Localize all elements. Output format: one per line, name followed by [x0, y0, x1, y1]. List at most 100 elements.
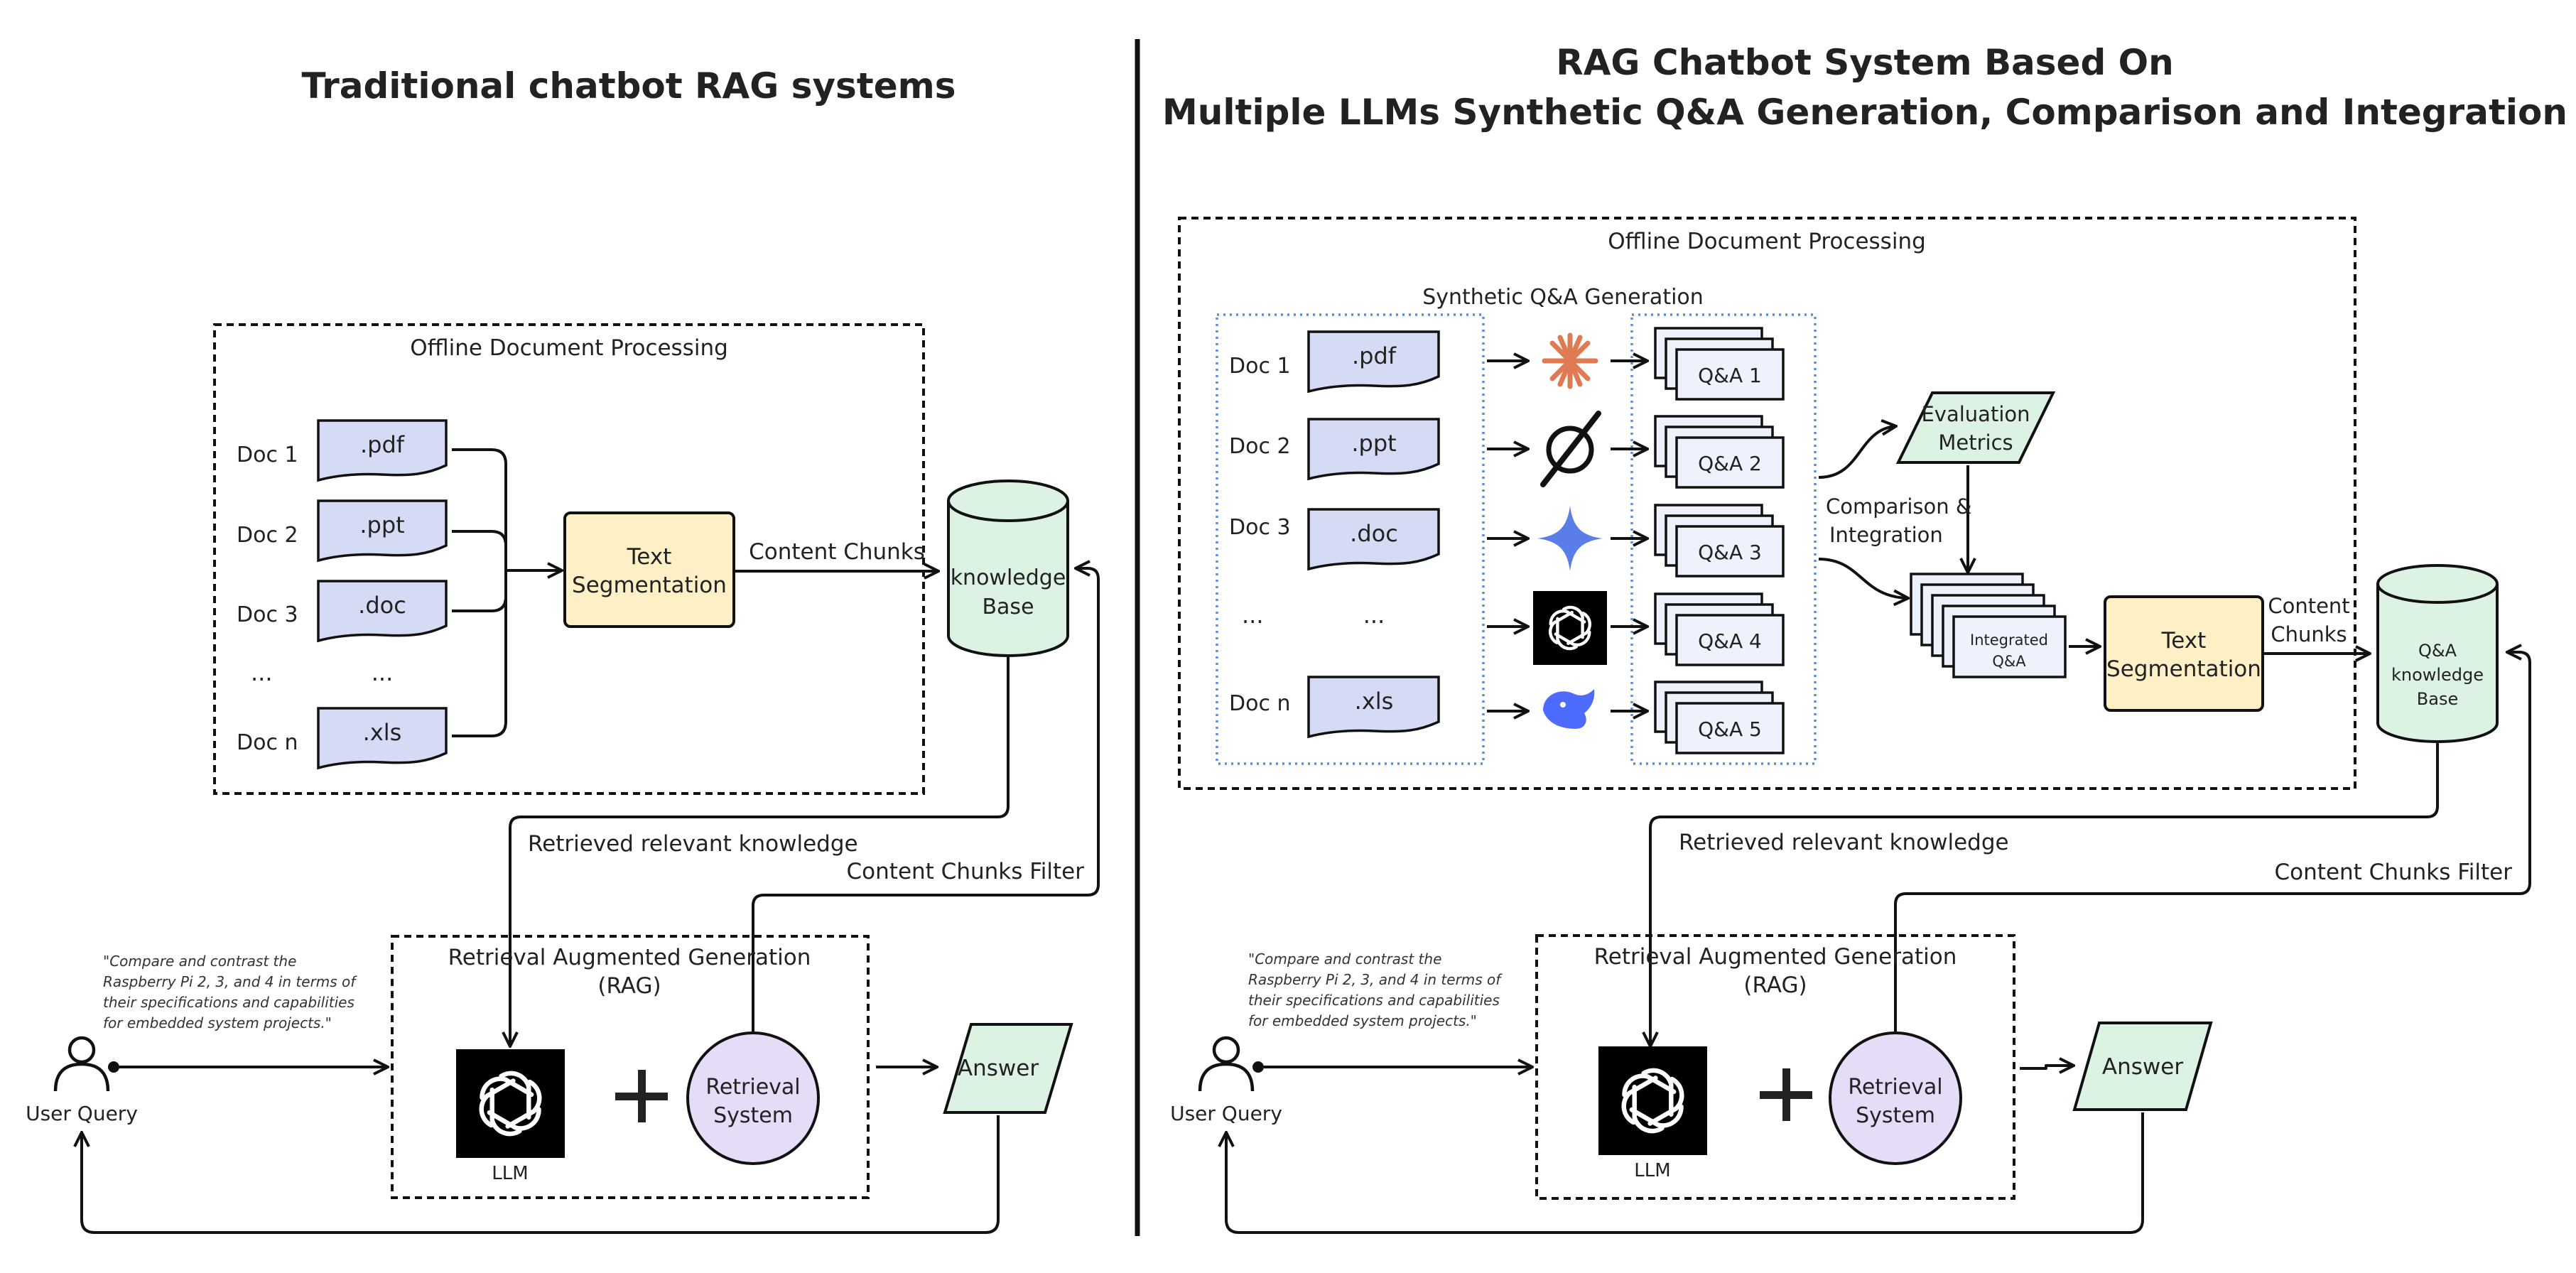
openai-icon: [1533, 591, 1607, 665]
kb-line: Base: [982, 595, 1034, 619]
user-query-label: User Query: [26, 1102, 138, 1125]
text-seg-line: Text: [627, 544, 672, 570]
rag-title: Retrieval Augmented Generation: [1594, 944, 1957, 970]
rag-subtitle: (RAG): [597, 973, 661, 999]
doc-name: Doc 2: [237, 523, 298, 548]
qa-stack: Q&A 2: [1654, 415, 1785, 489]
llm-openai-icon: [1598, 1046, 1707, 1155]
doc-doc-icon: [317, 580, 448, 643]
gemini-icon: [1537, 506, 1603, 571]
qa-stack: Q&A 4: [1654, 592, 1785, 666]
doc-row: Doc 3 .doc: [1229, 508, 1440, 571]
doc-name: Doc 1: [237, 443, 298, 467]
doc-row: Doc 2 .ppt: [1229, 418, 1440, 481]
doc-row: Doc n .xls: [1229, 676, 1440, 739]
doc-ellipsis: ...: [1363, 602, 1385, 629]
doc-ellipsis: ...: [372, 659, 394, 686]
qa-stack: Q&A 1: [1654, 327, 1785, 401]
doc-type: .pdf: [360, 431, 405, 458]
text-segmentation-box: [563, 511, 735, 628]
doc-type: .doc: [1350, 520, 1398, 547]
kb-line: knowledge: [951, 565, 1066, 590]
retrieval-line: Retrieval: [705, 1075, 800, 1100]
offline-box: [1178, 217, 2356, 790]
doc-row: Doc 3 .doc: [237, 580, 448, 643]
llm-label: LLM: [1634, 1160, 1670, 1181]
user-icon: [1198, 1036, 1264, 1092]
rag-to-answer-arrow: [2020, 1066, 2073, 1068]
text-seg-line: Segmentation: [2106, 656, 2261, 682]
answer-shape: [2072, 1022, 2213, 1111]
query-line: for embedded system projects.": [103, 1014, 332, 1031]
integrated-line: Q&A: [1992, 653, 2026, 670]
rag-box: [1535, 934, 2015, 1200]
doc-row: Doc 1 .pdf: [237, 419, 448, 482]
doc-pdf-icon: [1307, 330, 1440, 394]
right-title-line1: RAG Chatbot System Based On: [1556, 42, 2174, 83]
doc-name: Doc 3: [1229, 515, 1291, 540]
synthetic-label: Synthetic Q&A Generation: [1422, 285, 1704, 310]
query-line: Raspberry Pi 2, 3, and 4 in terms of: [1248, 971, 1503, 988]
rag-title: Retrieval Augmented Generation: [448, 945, 811, 970]
doc-pdf-icon: [317, 419, 448, 482]
doc-doc-icon: [1307, 508, 1440, 571]
doc-type: .doc: [358, 592, 406, 619]
text-seg-line: Text: [2161, 628, 2207, 654]
grok-icon: [1540, 411, 1601, 487]
deepseek-icon: [1543, 689, 1595, 729]
qa-label: Q&A 2: [1698, 452, 1762, 475]
eval-line: Evaluation: [1921, 402, 2030, 426]
doc-name: Doc 3: [237, 602, 298, 627]
doc-type: .ppt: [1351, 430, 1396, 457]
answer-shape: [943, 1023, 1073, 1114]
doc-name: Doc n: [1229, 691, 1291, 716]
answer-return-arrow: [82, 1115, 1000, 1234]
qa-to-eval-arrow: [1818, 426, 1895, 479]
answer-return-arrow: [1226, 1112, 2144, 1234]
doc-ellipsis: ...: [251, 659, 273, 686]
content-chunks-label: Content Chunks: [749, 539, 925, 565]
query-line: Raspberry Pi 2, 3, and 4 in terms of: [103, 973, 357, 990]
filter-label: Content Chunks Filter: [847, 859, 1085, 884]
filter-label: Content Chunks Filter: [2275, 860, 2513, 885]
left-panel: Traditional chatbot RAG systems Offline …: [26, 65, 1100, 1234]
integrated-qa-stack: Integrated Q&A: [1910, 573, 2067, 678]
plus-icon: [1760, 1068, 1812, 1121]
integrated-line: Integrated: [1970, 632, 2048, 649]
doc-xls-icon: [1307, 676, 1440, 739]
retrieved-arrow: [1650, 743, 2439, 1046]
rag-subtitle: (RAG): [1743, 973, 1807, 998]
knowledge-base: knowledge Base: [947, 480, 1069, 657]
qa-label: Q&A 1: [1698, 364, 1762, 387]
doc-name: Doc n: [237, 730, 298, 755]
retrieval-system: [1829, 1031, 1962, 1165]
qa-label: Q&A 5: [1698, 717, 1762, 741]
qa-dotted-box: [1630, 313, 1817, 765]
qa-label: Q&A 3: [1698, 541, 1762, 564]
doc-type: .ppt: [359, 511, 404, 538]
query-text: "Compare and contrast the Raspberry Pi 2…: [1248, 950, 1503, 1029]
retrieval-system: [686, 1031, 820, 1165]
kb-line: Base: [2417, 689, 2458, 709]
left-title: Traditional chatbot RAG systems: [302, 65, 956, 107]
kb-line: Q&A: [2418, 641, 2457, 661]
query-line: their specifications and capabilities: [1248, 992, 1500, 1009]
doc-row: Doc 1 .pdf: [1229, 330, 1440, 394]
retrieval-line: System: [713, 1103, 793, 1128]
offline-label: Offline Document Processing: [1608, 229, 1926, 254]
retrieved-arrow: [510, 657, 1010, 1046]
filter-arrow: [1894, 652, 2531, 1035]
text-seg-line: Segmentation: [572, 573, 727, 598]
user-icon: [53, 1036, 119, 1092]
retrieved-label: Retrieved relevant knowledge: [528, 831, 858, 857]
retrieval-line: Retrieval: [1848, 1075, 1942, 1100]
qa-label: Q&A 4: [1698, 629, 1762, 653]
qa-stack: Q&A 3: [1654, 504, 1785, 578]
filter-arrow: [752, 568, 1100, 1035]
retrieved-label: Retrieved relevant knowledge: [1679, 830, 2009, 855]
user-query-label: User Query: [1170, 1102, 1282, 1125]
doc-row: Doc n .xls: [237, 707, 448, 770]
compare-line: Comparison &: [1826, 494, 1971, 519]
doc-ppt-icon: [1307, 418, 1440, 481]
